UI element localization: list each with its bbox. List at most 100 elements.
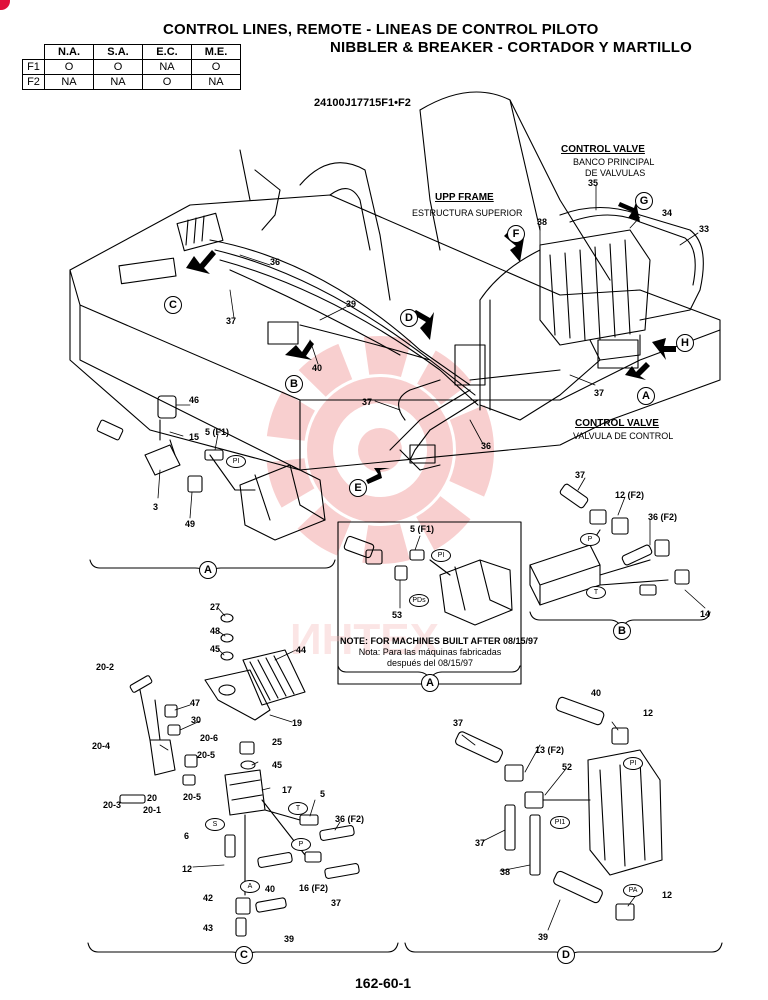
col-header: M.E. <box>191 44 241 60</box>
part-label: 36 (F2) <box>648 512 678 522</box>
part-label: 20-1 <box>143 805 162 815</box>
view-marker-b-main: B <box>285 375 303 393</box>
view-marker-h-main: H <box>676 334 694 352</box>
part-label: 12 <box>643 708 654 718</box>
part-label: 20-3 <box>103 800 122 810</box>
part-label: 37 <box>226 316 237 326</box>
view-marker-b-detail: B <box>613 622 631 640</box>
part-label: 36 <box>481 441 492 451</box>
note-line-3: después del 08/15/97 <box>386 658 474 668</box>
part-label: 49 <box>185 519 196 529</box>
part-label: 37 <box>594 388 605 398</box>
part-label: 47 <box>190 698 201 708</box>
row-header: F2 <box>22 74 45 90</box>
part-label: 44 <box>296 645 307 655</box>
port-label-s: S <box>205 818 225 831</box>
view-marker-e-main: E <box>349 479 367 497</box>
detail-b <box>529 483 690 606</box>
port-label-p: P <box>291 838 311 851</box>
hose-lines <box>209 206 704 471</box>
port-label-t: T <box>288 802 308 815</box>
table-cell: NA <box>44 74 94 90</box>
part-label: 46 <box>189 395 200 405</box>
watermark-gear <box>266 336 494 564</box>
part-label: 20-5 <box>183 792 202 802</box>
small-control-valve <box>409 339 639 464</box>
table-row: F1 O O NA O <box>22 59 241 75</box>
table-cell: NA <box>191 74 241 90</box>
part-label: 17 <box>282 785 293 795</box>
part-label: 37 <box>362 397 373 407</box>
control-valve-callout-es: VALVULA DE CONTROL <box>573 431 674 441</box>
part-label: 20-4 <box>92 741 111 751</box>
control-valve-main-es1: BANCO PRINCIPAL <box>573 157 655 167</box>
detail-d <box>455 696 663 921</box>
part-label: 52 <box>562 762 573 772</box>
part-label: 39 <box>538 932 549 942</box>
view-marker-d-main: D <box>400 309 418 327</box>
table-cell: NA <box>93 74 143 90</box>
part-label: 39 <box>346 299 357 309</box>
note-line-1: NOTE: FOR MACHINES BUILT AFTER 08/15/97 <box>340 636 539 646</box>
part-label: 43 <box>203 923 214 933</box>
part-label: 5 <box>320 789 326 799</box>
port-label-t: T <box>586 586 606 599</box>
control-valve-callout: CONTROL VALVE <box>575 418 659 429</box>
part-label: 6 <box>184 831 190 841</box>
part-label: 13 (F2) <box>535 745 565 755</box>
view-marker-a-detail: A <box>199 561 217 579</box>
view-marker-a-inset: A <box>421 674 439 692</box>
view-marker-g-main: G <box>635 192 653 210</box>
view-marker-c-detail: C <box>235 946 253 964</box>
control-valve-main-callout: CONTROL VALVE <box>561 144 645 155</box>
part-label: 12 <box>182 864 193 874</box>
part-label: 5 (F1) <box>205 427 230 437</box>
port-label-pi: PI <box>226 455 246 468</box>
part-label: 45 <box>272 760 283 770</box>
part-label: 36 <box>270 257 281 267</box>
upp-frame-callout: UPP FRAME <box>435 192 494 203</box>
detail-a-upper <box>96 395 326 541</box>
drawing-number: 24100J17715F1•F2 <box>314 97 411 109</box>
part-label: 20-5 <box>197 750 216 760</box>
port-label-pi: PI <box>431 549 451 562</box>
port-label-pa: PA <box>623 884 643 897</box>
part-label: 53 <box>392 610 403 620</box>
port-label-pi: PI <box>623 757 643 770</box>
detail-c <box>119 613 360 937</box>
part-label: 16 (F2) <box>299 883 329 893</box>
part-label: 40 <box>265 884 276 894</box>
part-label: 20 <box>147 793 158 803</box>
part-label: 37 <box>475 838 486 848</box>
view-marker-c-main: C <box>164 296 182 314</box>
part-label: 20-2 <box>96 662 115 672</box>
part-label: 38 <box>500 867 511 877</box>
part-label: 5 (F1) <box>410 524 435 534</box>
part-label: 37 <box>453 718 464 728</box>
part-label: 25 <box>272 737 283 747</box>
part-label: 48 <box>210 626 221 636</box>
applicability-table: N.A. S.A. E.C. M.E. F1 O O NA O F2 NA NA… <box>22 44 241 90</box>
part-label: 19 <box>292 718 303 728</box>
page-subtitle: NIBBLER & BREAKER - CORTADOR Y MARTILLO <box>330 39 692 56</box>
table-row: F2 NA NA O NA <box>22 74 241 90</box>
part-label: 42 <box>203 893 214 903</box>
part-label: 40 <box>312 363 323 373</box>
control-valve-main-es2: DE VALVULAS <box>585 168 646 178</box>
port-label-pi1: PI1 <box>550 816 570 829</box>
part-label: 20-6 <box>200 733 219 743</box>
port-label-pds: PDs <box>409 594 429 607</box>
note-text: NOTE: FOR MACHINES BUILT AFTER 08/15/97 … <box>340 636 539 669</box>
upp-frame-callout-es: ESTRUCTURA SUPERIOR <box>412 208 523 218</box>
part-label: 40 <box>591 688 602 698</box>
part-label: 15 <box>189 432 200 442</box>
part-label: 45 <box>210 644 221 654</box>
view-marker-a-main: A <box>637 387 655 405</box>
main-valve-bank <box>539 229 651 361</box>
watermark-text: ИНТЕХ <box>290 615 439 664</box>
view-marker-f-main: F <box>507 225 525 243</box>
note-line-2: Nota: Para las máquinas fabricadas <box>358 647 502 657</box>
upper-frame-outline <box>69 91 721 471</box>
part-label: 37 <box>575 470 586 480</box>
